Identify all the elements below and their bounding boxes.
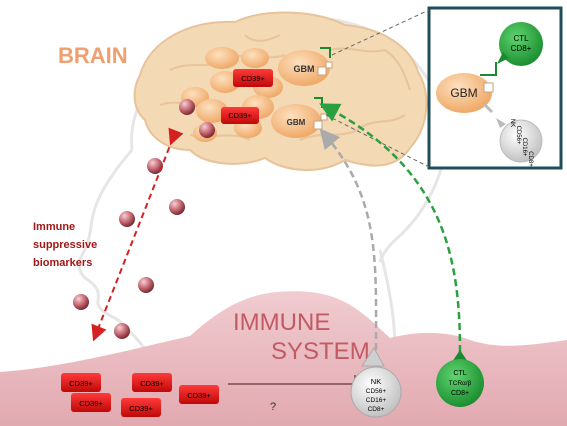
cd39-tag-periphery-4: CD39+ <box>121 398 161 417</box>
cd39-tag-periphery-2: CD39+ <box>71 393 111 412</box>
ctl-cell-periphery: CTL TCRα/β CD8+ <box>436 350 484 407</box>
inset-green-link <box>480 62 497 76</box>
cd39-tag-periphery-1: CD39+ <box>61 373 101 392</box>
inset-grey-link <box>482 102 494 114</box>
nk-migration-arrow <box>319 128 378 351</box>
svg-text:CD16+: CD16+ <box>366 397 387 404</box>
svg-text:CD16+: CD16+ <box>521 138 527 157</box>
svg-text:CD56+: CD56+ <box>366 388 387 395</box>
inset-receptor <box>483 82 494 93</box>
svg-text:CD8+: CD8+ <box>368 406 385 413</box>
svg-text:CD8+: CD8+ <box>527 151 533 167</box>
inset-ctl-cell: CTL CD8+ <box>497 22 543 66</box>
svg-text:CD39+: CD39+ <box>79 399 103 408</box>
svg-text:CTL: CTL <box>453 370 466 377</box>
svg-text:CD39+: CD39+ <box>241 74 265 83</box>
cd39-tag-periphery-5: CD39+ <box>179 385 219 404</box>
nk-cell-periphery: NK CD56+ CD16+ CD8+ <box>350 347 402 418</box>
receptor-top <box>317 47 333 76</box>
svg-text:GBM: GBM <box>450 86 477 100</box>
svg-text:CD39+: CD39+ <box>228 111 252 120</box>
ctl-migration-arrow <box>319 103 462 353</box>
svg-text:CD39+: CD39+ <box>69 379 93 388</box>
inset-nk-cell: NK CD56+ CD16+ CD8+ <box>496 118 543 167</box>
biomarker-arrow <box>91 127 184 342</box>
inset-connector-top <box>331 9 430 56</box>
svg-text:CD39+: CD39+ <box>140 379 164 388</box>
svg-text:NK: NK <box>371 377 381 386</box>
cd39-tag-brain-mid: CD39+ <box>221 107 259 124</box>
immune-region <box>0 291 567 426</box>
question-mark: ? <box>270 401 276 413</box>
gbm-cell-top: GBM <box>278 50 330 86</box>
svg-text:TCRα/β: TCRα/β <box>449 380 472 387</box>
gbm-top-label: GBM <box>294 64 315 74</box>
svg-text:CTL: CTL <box>513 34 529 43</box>
svg-text:CD39+: CD39+ <box>129 404 153 413</box>
inset-gbm-cell: GBM <box>436 73 492 113</box>
cd39-tag-brain-top: CD39+ <box>233 69 273 87</box>
svg-text:CD56+: CD56+ <box>515 126 521 145</box>
svg-text:CD8+: CD8+ <box>451 390 469 397</box>
svg-text:CD8+: CD8+ <box>511 44 532 53</box>
immune-label-line2: SYSTEM <box>271 338 370 365</box>
svg-text:NK: NK <box>509 119 515 127</box>
brain-label: BRAIN <box>58 43 128 68</box>
gbm-bottom-label: GBM <box>287 118 306 127</box>
immune-label-line1: IMMUNE <box>233 309 330 336</box>
svg-text:CD39+: CD39+ <box>187 391 211 400</box>
immune-suppressive-label: Immune suppressive biomarkers <box>33 221 100 269</box>
gbm-cell-bottom: GBM <box>271 104 321 138</box>
cd39-tag-periphery-3: CD39+ <box>132 373 172 392</box>
